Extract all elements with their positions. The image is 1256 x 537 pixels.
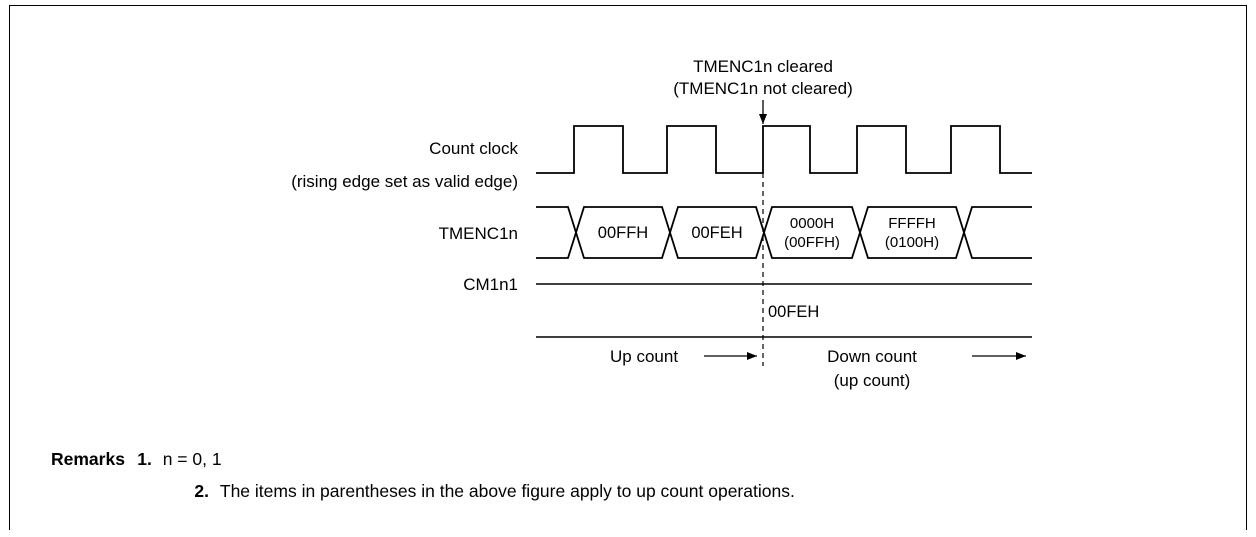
tmenc1n-value-2: 00FEH (691, 224, 742, 242)
tmenc1n-value-4: FFFFH (888, 215, 935, 232)
cm1n1-label: CM1n1 (463, 275, 518, 294)
remarks-heading: Remarks (51, 449, 125, 469)
annotation-cleared: TMENC1n cleared (693, 57, 833, 76)
annotation-not-cleared: (TMENC1n not cleared) (673, 79, 853, 98)
remark-2-text: The items in parentheses in the above fi… (219, 481, 795, 501)
tmenc1n-value-3-alt: (00FFH) (784, 234, 840, 251)
count-clock-waveform (536, 125, 1032, 174)
remarks-line-2: 2. The items in parentheses in the above… (51, 481, 795, 502)
tmenc1n-value-1: 00FFH (598, 224, 648, 242)
down-count-label: Down count (827, 347, 917, 366)
tmenc1n-label: TMENC1n (439, 224, 518, 243)
remark-1-number: 1. (137, 449, 152, 469)
down-count-label-alt: (up count) (834, 371, 911, 390)
figure-frame (9, 5, 1247, 530)
tmenc1n-bus-waveform (536, 206, 1032, 259)
up-count-label: Up count (610, 347, 678, 366)
remarks-line-1: Remarks 1. n = 0, 1 (51, 449, 222, 470)
count-clock-label: Count clock (429, 139, 518, 158)
count-clock-label-edge: (rising edge set as valid edge) (291, 172, 518, 191)
remark-1-text: n = 0, 1 (162, 449, 222, 469)
tmenc1n-value-3: 0000H (790, 215, 834, 232)
cm1n1-value: 00FEH (768, 303, 819, 321)
remark-2-number: 2. (194, 481, 209, 501)
tmenc1n-value-4-alt: (0100H) (885, 234, 939, 251)
